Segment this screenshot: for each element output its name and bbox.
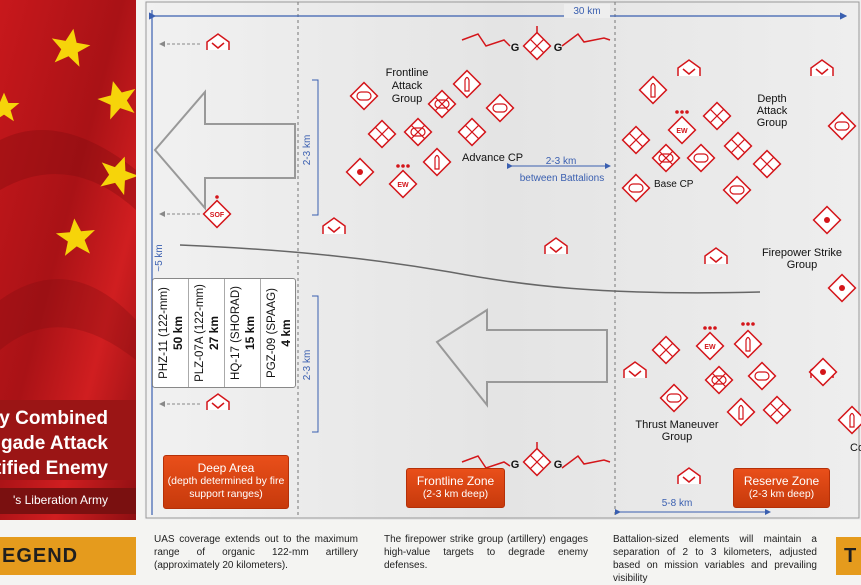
top-span-label: 30 km	[573, 6, 600, 17]
caption-separation: Battalion-sized elements will maintain a…	[613, 534, 817, 584]
weapon-plz07a: PLZ-07A (122-mm)27 km	[189, 279, 225, 387]
ew-label-depth: EW	[676, 128, 688, 135]
vertical-distance-label: ~5 km	[154, 244, 165, 272]
attack-formation-diagram: 30 km ~5 km 2-3 km 2-3 km 2-3 km between…	[144, 0, 861, 520]
frontline-group-label-1: Frontline	[386, 67, 429, 79]
co-partial-label: Co	[850, 442, 861, 454]
weapon-range: 27 km	[206, 315, 221, 351]
withdraw-arrow	[153, 89, 296, 211]
guard-label-top-right: G	[554, 42, 563, 54]
ew-label-thrust: EW	[704, 344, 716, 351]
weapon-range-table: PHZ-11 (122-mm)50 km PLZ-07A (122-mm)27 …	[152, 278, 296, 388]
thrust-arrow	[435, 308, 608, 408]
reserve-zone-title: Reserve Zone	[743, 474, 820, 488]
weapon-pgz09: PGZ-09 (SPAAG)4 km	[261, 279, 296, 387]
weapon-name: PHZ-11 (122-mm)	[157, 287, 170, 379]
forward-line-trace	[179, 244, 761, 294]
guard-label-top-left: G	[511, 42, 520, 54]
caption-uas: UAS coverage extends out to the maximum …	[154, 534, 358, 571]
deep-area-title: Deep Area	[197, 461, 255, 475]
weapon-name: HQ-17 (SHORAD)	[229, 286, 242, 380]
legend-title: EGEND	[2, 545, 79, 567]
deep-area-box: Deep Area (depth determined by fire supp…	[163, 455, 289, 509]
depth-attack-group: Depth Attack Group EW Base CP	[623, 77, 856, 204]
weapon-range: 50 km	[170, 315, 185, 351]
between-distance-label: 2-3 km	[546, 156, 577, 167]
subtitle-bar: 's Liberation Army	[0, 488, 136, 514]
guard-element-top: G G	[461, 26, 611, 59]
frontline-depth-label: 2-3 km	[302, 135, 313, 166]
weapon-phz11: PHZ-11 (122-mm)50 km	[153, 279, 189, 387]
frontline-attack-group: Frontline Attack Group EW Advance CP	[347, 67, 523, 199]
thrust-maneuver-group: EW Thrust Maneuver Group Co	[635, 322, 861, 454]
depth-group-label-3: Group	[757, 117, 788, 129]
frontline-zone-box: Frontline Zone (2-3 km deep)	[406, 468, 505, 508]
legend-title-right: T	[844, 545, 858, 567]
subtitle: 's Liberation Army	[13, 493, 108, 507]
weapon-name: PLZ-07A (122-mm)	[193, 284, 206, 382]
title-block: y Combined gade Attack tified Enemy	[0, 400, 136, 480]
guard-label-bottom-right: G	[554, 459, 563, 471]
advance-cp-label: Advance CP	[462, 152, 523, 164]
firepower-strike-group: Firepower Strike Group	[762, 207, 855, 302]
sof-label: SOF	[210, 212, 225, 219]
depth-group-label-1: Depth	[757, 93, 786, 105]
uav-screen-top	[159, 33, 230, 51]
uav-screen-bottom	[159, 393, 230, 411]
title-line-3: tified Enemy	[0, 458, 108, 479]
base-cp-label: Base CP	[654, 179, 694, 190]
firepower-label-1: Firepower Strike	[762, 247, 842, 259]
weapon-range: 4 km	[278, 319, 293, 347]
sof-screen: SOF	[159, 195, 232, 229]
legend-tab-right: T	[836, 537, 861, 575]
frontline-zone-title: Frontline Zone	[416, 474, 495, 488]
reserve-zone-box: Reserve Zone (2-3 km deep)	[733, 468, 830, 508]
legend-tab: EGEND	[0, 537, 136, 575]
thrust-label-1: Thrust Maneuver	[635, 419, 718, 431]
frontline-group-label-3: Group	[392, 93, 423, 105]
frontline-zone-sub: (2-3 km deep)	[422, 488, 489, 500]
title-line-1: y Combined	[0, 408, 108, 429]
deep-area-sub: (depth determined by fire support ranges…	[167, 475, 285, 500]
weapon-name: PGZ-09 (SPAAG)	[265, 288, 278, 378]
weapon-range: 15 km	[242, 315, 257, 351]
thrust-label-2: Group	[662, 431, 693, 443]
depth-group-label-2: Attack	[757, 105, 788, 117]
guard-label-bottom-left: G	[511, 459, 520, 471]
ew-label-frontline: EW	[397, 182, 409, 189]
thrust-depth-label: 2-3 km	[302, 350, 313, 381]
frontline-group-label-2: Attack	[392, 80, 423, 92]
firepower-label-2: Group	[787, 259, 818, 271]
between-battalions-label: between Battalions	[520, 173, 605, 184]
title-line-2: gade Attack	[1, 433, 108, 454]
caption-firepower: The firepower strike group (artillery) e…	[384, 534, 588, 571]
reserve-zone-sub: (2-3 km deep)	[748, 488, 815, 500]
weapon-hq17: HQ-17 (SHORAD)15 km	[225, 279, 261, 387]
bottom-span-label: 5-8 km	[662, 498, 693, 509]
